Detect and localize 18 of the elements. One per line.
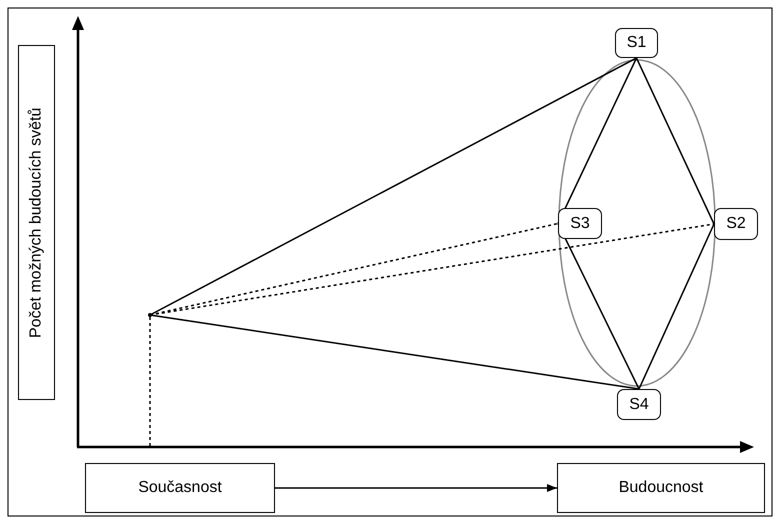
connector-line — [557, 223, 640, 390]
connector-line — [638, 224, 715, 390]
connector-line — [557, 58, 638, 224]
arrow — [275, 484, 557, 492]
scenario-box: S4 — [617, 389, 661, 420]
connector-line — [636, 58, 715, 224]
scenario-box: S2 — [714, 208, 758, 240]
dashed-line — [149, 317, 151, 446]
dashed-line — [150, 223, 714, 316]
origin-point — [148, 313, 152, 317]
connector-line — [150, 314, 640, 390]
axis-label-box: Počet možných budoucích světů — [18, 45, 55, 400]
scenario-box: S1 — [615, 28, 658, 58]
dashed-line — [150, 222, 558, 316]
time-box: Současnost — [85, 463, 275, 513]
scenario-box: S3 — [558, 208, 602, 239]
connector-line — [150, 57, 637, 316]
time-box: Budoucnost — [557, 463, 765, 513]
